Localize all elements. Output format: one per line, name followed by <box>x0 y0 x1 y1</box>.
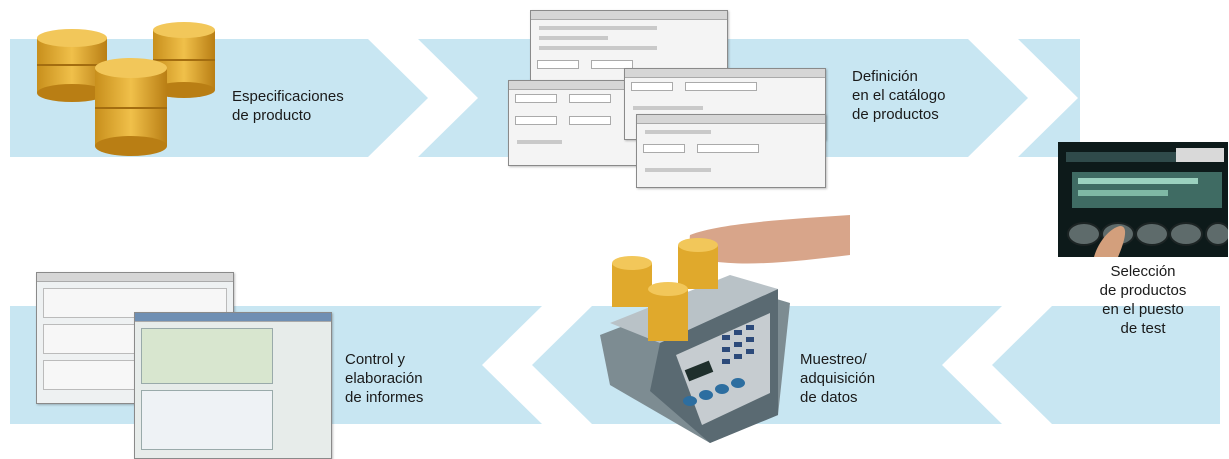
catalog-software-icon <box>508 8 833 188</box>
step-label-sampling: Muestreo/ adquisición de datos <box>800 351 876 406</box>
chevron-left-icon <box>482 306 592 424</box>
product-coins-icon <box>37 22 215 156</box>
step-label-specifications: Especificaciones de producto <box>232 88 344 124</box>
step-label-selection: Selección de productos en el puesto de t… <box>1099 263 1187 337</box>
chevron-right-icon <box>368 39 478 157</box>
step-label-catalog: Definición en el catálogo de productos <box>852 68 946 123</box>
chevron-left-icon <box>942 306 1052 424</box>
weighing-scale-icon <box>600 215 850 443</box>
report-software-icon <box>36 272 336 459</box>
chevron-right-icon <box>968 39 1078 157</box>
terminal-keypad-icon <box>1058 142 1228 257</box>
step-label-reporting: Control y elaboración de informes <box>345 351 424 406</box>
